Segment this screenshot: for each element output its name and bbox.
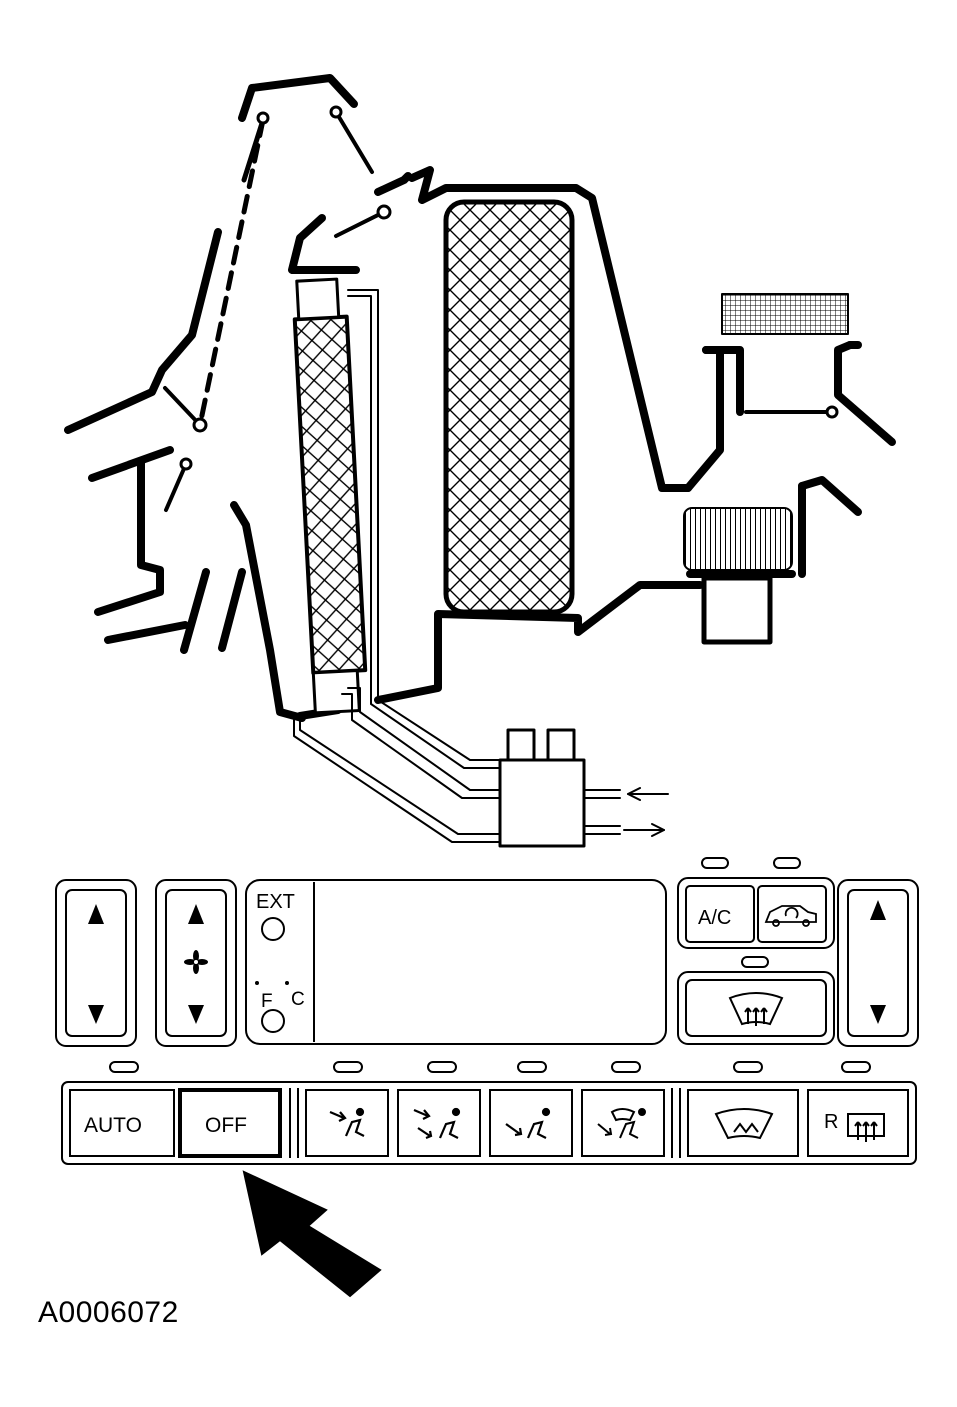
floor-mode-icon [505,1107,551,1139]
duct-diagram [64,74,896,848]
blower-wheel [683,507,793,571]
rear-defrost-button[interactable]: R [807,1089,909,1157]
fan-speed-control [155,879,237,1047]
car-recirculation-icon [764,905,817,927]
ext-label: EXT [256,891,295,913]
flow-arrows [623,787,669,837]
max-defrost-icon [728,992,784,1026]
arrow-up-icon[interactable] [88,904,104,924]
panel-vent-mode-button[interactable] [305,1089,389,1157]
ext-button[interactable] [261,917,285,941]
unit-toggle-button[interactable] [261,1009,285,1033]
max-defrost-group [677,956,835,1045]
off-button[interactable]: OFF [178,1088,282,1158]
defrost-outlet [238,74,358,122]
blend-door-link [197,117,266,428]
auto-button[interactable]: AUTO [69,1089,175,1157]
temperature-display: EXT F C [245,879,667,1045]
recirculation-button[interactable] [757,885,827,943]
doors [163,110,834,512]
fan-icon [184,950,208,974]
water-valve [498,728,621,848]
pointer-arrow [242,1170,382,1298]
floor-defrost-mode-button[interactable] [581,1089,665,1157]
off-label: OFF [205,1114,247,1137]
arrow-down-icon[interactable] [870,1005,886,1024]
figure-id: A0006072 [38,1296,179,1329]
bilevel-mode-icon [413,1107,461,1140]
ac-button[interactable]: A/C [685,885,755,943]
right-temp-control [837,879,919,1047]
floor-mode-button[interactable] [489,1089,573,1157]
door-pivots [179,105,839,471]
coolant-tubes [293,289,501,843]
windshield-defrost-button[interactable] [687,1089,799,1157]
unit-f-label: F [261,991,273,1012]
ac-label: A/C [698,907,731,929]
rear-defrost-icon [847,1113,885,1142]
blower-motor [701,575,773,645]
unit-c-label: C [291,989,305,1010]
arrow-up-icon[interactable] [870,900,886,920]
indicator-lights [109,1061,871,1073]
evaporator-core [443,199,575,615]
left-duct-wall [64,228,246,654]
bilevel-mode-button[interactable] [397,1089,481,1157]
arrow-down-icon[interactable] [188,1005,204,1024]
floor-defrost-mode-icon [597,1108,646,1139]
ac-recirc-group: A/C [677,857,835,949]
blower-grille [721,293,849,335]
blower-outlet [702,341,896,446]
heater-core [292,277,368,715]
panel-vent-mode-icon [329,1107,365,1137]
auto-label: AUTO [84,1114,142,1137]
arrow-up-icon[interactable] [188,904,204,924]
climate-control-panel: EXT F C A/C [55,857,919,1165]
arrow-down-icon[interactable] [88,1005,104,1024]
left-temp-control [55,879,137,1047]
rear-defrost-letter: R [824,1111,838,1133]
max-defrost-button[interactable] [685,979,827,1037]
mode-button-row: AUTO OFF [61,1081,917,1165]
windshield-defrost-icon [714,1108,774,1140]
